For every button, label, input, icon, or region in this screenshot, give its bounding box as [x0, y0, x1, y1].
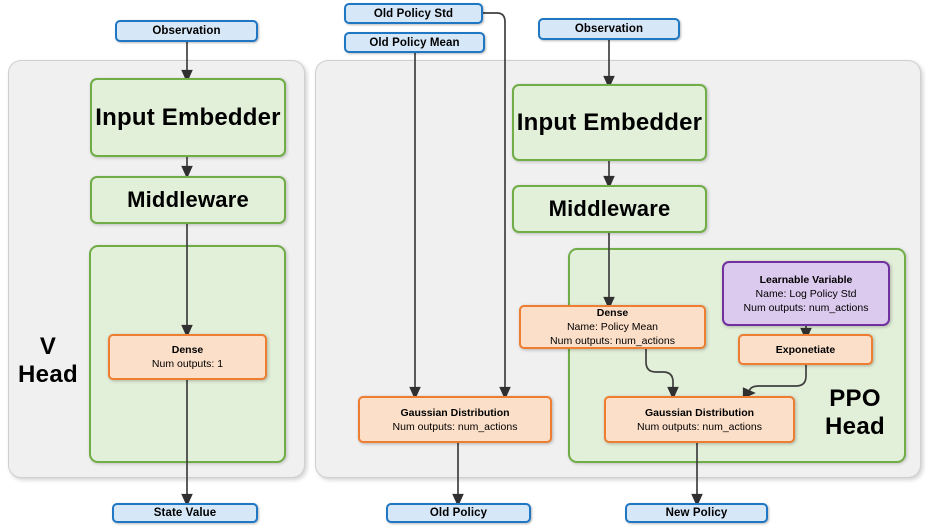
output-state-value[interactable]: State Value [112, 503, 258, 523]
ppo-head-dense-name: Name: Policy Mean [566, 321, 659, 333]
ppo-head-label-line2: Head [825, 413, 885, 440]
output-new-policy-label: New Policy [665, 507, 728, 519]
v-head-label-line2: Head [18, 361, 78, 388]
v-head-dense[interactable]: Dense Num outputs: 1 [108, 334, 267, 380]
ppo-head-middleware-label: Middleware [548, 196, 671, 221]
exponetiate-label: Exponetiate [775, 343, 836, 356]
ppo-head-dense-num-outputs: Num outputs: num_actions [550, 335, 675, 347]
ppo-head-exponetiate[interactable]: Exponetiate [738, 334, 873, 365]
ppo-head-input-embedder[interactable]: Input Embedder [512, 84, 707, 161]
input-old-policy-mean[interactable]: Old Policy Mean [344, 32, 485, 53]
ppo-head-gaussian-old[interactable]: Gaussian Distribution Num outputs: num_a… [358, 396, 552, 443]
input-observation-ppo[interactable]: Observation [538, 18, 680, 40]
output-new-policy[interactable]: New Policy [625, 503, 768, 523]
input-observation-v[interactable]: Observation [115, 20, 258, 42]
output-old-policy-label: Old Policy [429, 507, 488, 519]
ppo-head-dense-title: Dense [596, 307, 629, 319]
input-observation-ppo-label: Observation [574, 23, 644, 35]
gaussian-new-title: Gaussian Distribution [644, 406, 755, 419]
ppo-head-label-line1: PPO [829, 385, 881, 412]
v-head-dense-title: Dense [171, 344, 204, 356]
v-head-input-embedder-label: Input Embedder [95, 103, 281, 131]
ppo-head-learnable-variable[interactable]: Learnable Variable Name: Log Policy Std … [722, 261, 890, 326]
gaussian-old-num-outputs: Num outputs: num_actions [392, 420, 518, 433]
v-head-middleware-label: Middleware [127, 187, 249, 212]
v-head-label: V Head [12, 333, 84, 389]
input-observation-v-label: Observation [152, 25, 221, 37]
gaussian-old-title: Gaussian Distribution [400, 406, 510, 419]
input-old-policy-std[interactable]: Old Policy Std [344, 3, 483, 24]
v-head-label-line1: V [39, 333, 57, 360]
gaussian-new-num-outputs: Num outputs: num_actions [637, 420, 762, 433]
v-head-input-embedder[interactable]: Input Embedder [90, 78, 286, 157]
learnable-variable-num-outputs: Num outputs: num_actions [743, 301, 869, 314]
input-old-policy-mean-label: Old Policy Mean [369, 36, 460, 49]
v-head-middleware[interactable]: Middleware [90, 176, 286, 224]
ppo-head-dense-policy-mean[interactable]: Dense Name: Policy Mean Num outputs: num… [519, 305, 706, 349]
output-state-value-label: State Value [153, 507, 217, 519]
output-old-policy[interactable]: Old Policy [386, 503, 531, 523]
learnable-variable-name: Name: Log Policy Std [755, 287, 857, 300]
ppo-head-gaussian-new[interactable]: Gaussian Distribution Num outputs: num_a… [604, 396, 795, 443]
v-head-dense-num-outputs: Num outputs: 1 [151, 358, 224, 370]
ppo-head-input-embedder-label: Input Embedder [516, 108, 703, 136]
ppo-head-middleware[interactable]: Middleware [512, 185, 707, 233]
ppo-head-label: PPO Head [810, 385, 900, 441]
input-old-policy-std-label: Old Policy Std [373, 7, 454, 20]
learnable-variable-title: Learnable Variable [759, 273, 853, 286]
